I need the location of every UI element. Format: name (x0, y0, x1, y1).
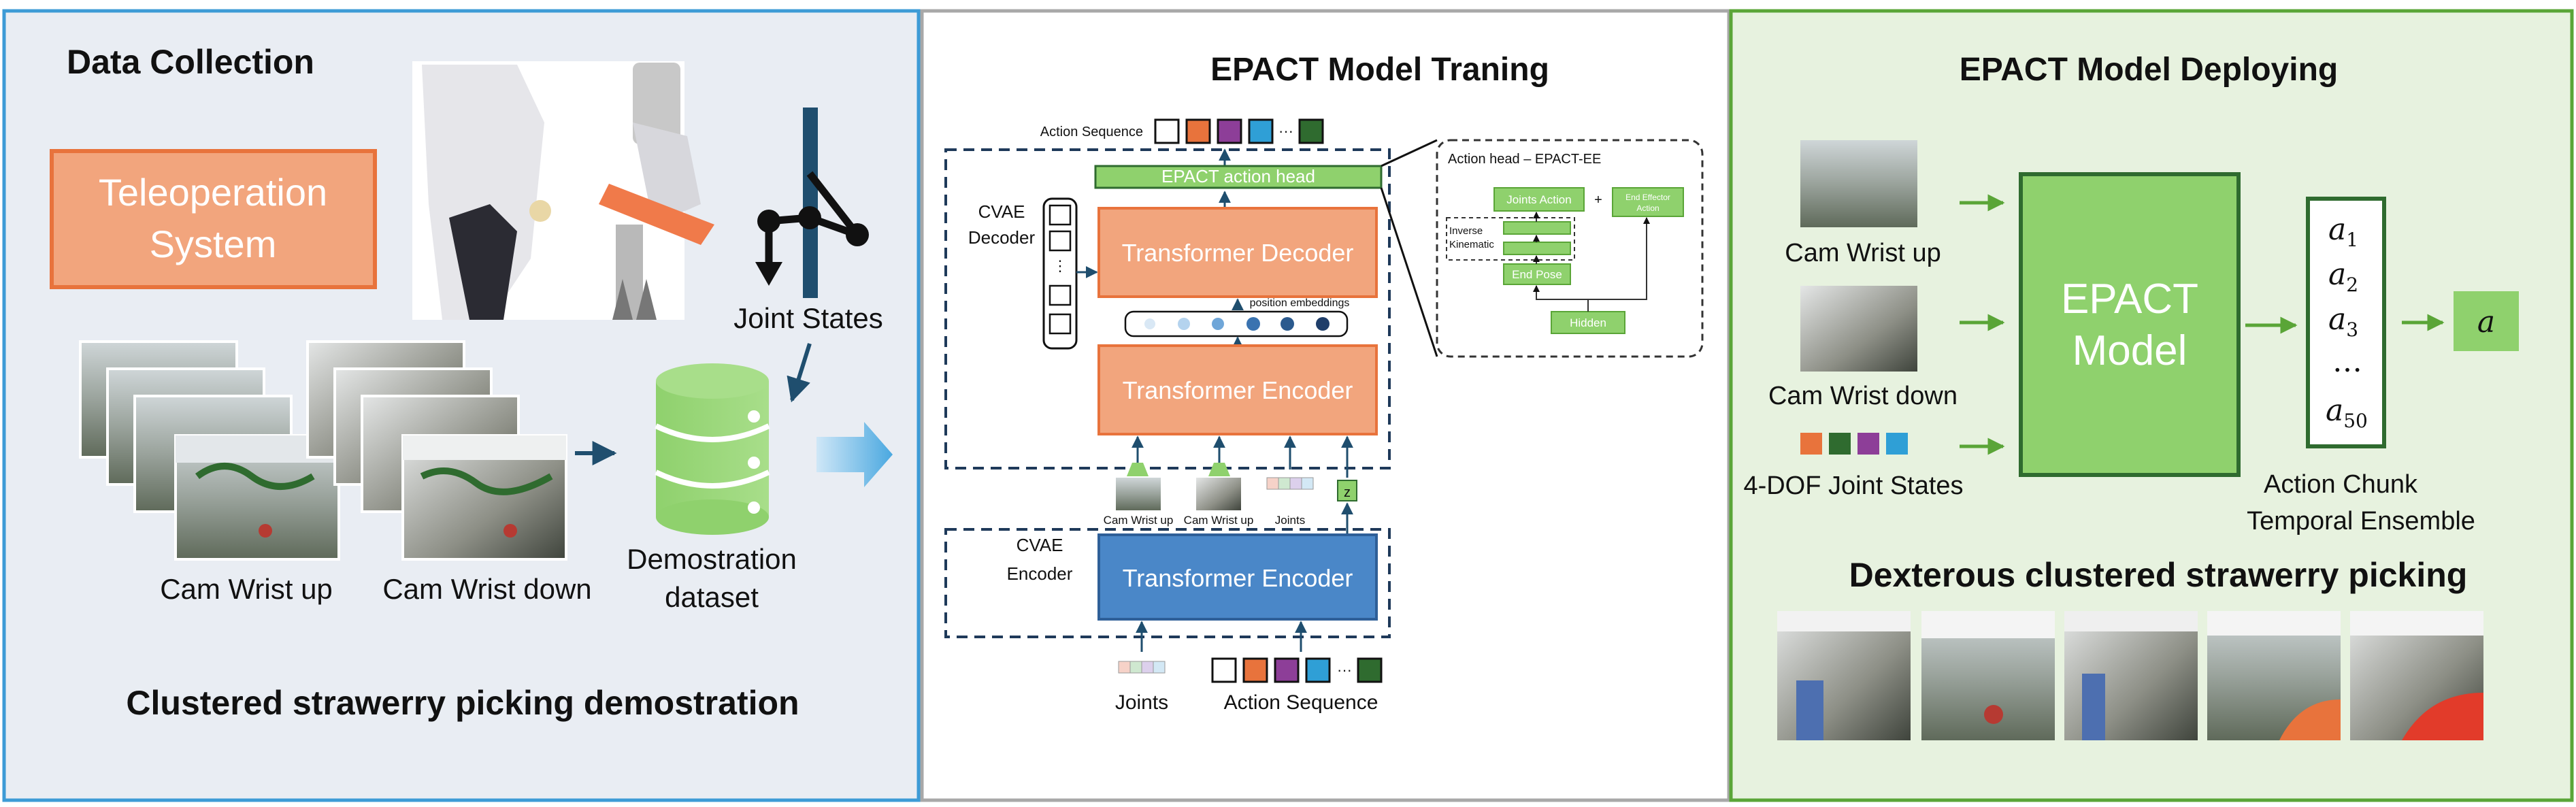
cvae-encoder-label-line2: Encoder (1007, 563, 1073, 584)
cvae-encoder-label-line1: CVAE (1017, 535, 1063, 555)
action-chunk-box (2306, 197, 2386, 448)
transformer-encoder-top-box (1097, 344, 1378, 435)
action-sequence-top-ellipsis: ··· (1278, 122, 1293, 139)
chunk-item-1: a1 (2328, 212, 2358, 251)
transformer-decoder-label: Transformer Decoder (1122, 239, 1354, 267)
transformer-decoder-box (1097, 207, 1378, 298)
cvae-decoder-region (944, 148, 1391, 470)
inset-joints-action: Joints Action (1506, 193, 1571, 206)
panel-data-collection: Data Collection Teleoperation System (2, 9, 921, 802)
panel-model-training: EPACT Model Traning Action Sequence ··· … (920, 9, 1731, 802)
cam-wrist-up-image (1800, 140, 1917, 227)
inset-hidden: Hidden (1570, 316, 1606, 329)
robot-arm-photo (412, 61, 714, 320)
inset-plus: + (1594, 193, 1602, 208)
panel3-title: EPACT Model Deploying (1960, 52, 2338, 88)
chunk-item-3: a3 (2328, 302, 2358, 341)
inset-end-pose: End Pose (1512, 268, 1562, 281)
cam-wrist-down-label: Cam Wrist down (382, 573, 591, 605)
position-embeddings-label: position embeddings (1250, 297, 1350, 309)
epact-model-box (2019, 172, 2241, 477)
cam-wrist-up-stack (79, 340, 340, 561)
panel2-title: EPACT Model Traning (1210, 52, 1549, 88)
panel1-bottom-title: Clustered strawerry picking demostration (126, 684, 799, 722)
joint-states-label: Joint States (733, 302, 882, 334)
transformer-encoder-bottom-box (1097, 533, 1378, 621)
query-token-column: ⋮ (1042, 197, 1078, 350)
teleoperation-box (50, 149, 377, 289)
deploy-cam-up-label: Cam Wrist up (1785, 239, 1941, 267)
cam-wrist-down-stack (306, 340, 567, 561)
teleoperation-label-line1: Teleoperation (99, 171, 327, 214)
deploy-joint-states-label: 4-DOF Joint States (1743, 472, 1963, 500)
position-embeddings (1124, 310, 1349, 337)
inset-end-effector-line1: End Effector (1625, 193, 1670, 202)
teleoperation-label-line2: System (150, 223, 277, 265)
action-chunk-items: a1 a2 a3 … a50 (2326, 212, 2368, 432)
panel3-bottom-title: Dexterous clustered strawerry picking (1849, 556, 2468, 594)
deploy-cam-down-label: Cam Wrist down (1768, 382, 1958, 410)
z-latent-label: z (1344, 485, 1351, 500)
action-head-box (1094, 165, 1383, 189)
transformer-encoder-top-label: Transformer Encoder (1123, 376, 1353, 404)
inset-title: Action head – EPACT-EE (1448, 152, 1601, 167)
inset-inverse-line1: Inverse (1449, 225, 1483, 237)
action-head-inset (1436, 139, 1704, 358)
svg-text:⋮: ⋮ (1053, 257, 1068, 274)
chunk-item-ellipsis: … (2332, 344, 2362, 379)
chunk-item-2: a2 (2328, 257, 2358, 296)
panel1-title: Data Collection (67, 43, 314, 81)
inset-end-effector-line2: Action (1636, 203, 1659, 213)
cam-up-small-label-2: Cam Wrist up (1184, 514, 1254, 527)
panel-model-deploying: EPACT Model Deploying Cam Wrist up Cam W… (1729, 9, 2574, 802)
transition-arrow (816, 422, 893, 487)
epact-model-line2: Model (2073, 327, 2187, 374)
joints-small-label: Joints (1275, 514, 1305, 527)
output-action-box (2454, 291, 2519, 351)
output-action-label: a (2477, 305, 2495, 340)
epact-model-line1: EPACT (2061, 276, 2198, 323)
cvae-decoder-label-line2: Decoder (968, 227, 1036, 248)
cvae-encoder-region (944, 528, 1391, 638)
action-sequence-top (1154, 118, 1324, 144)
cam-wrist-down-image (1800, 286, 1917, 372)
chunk-item-50: a50 (2326, 393, 2368, 432)
database-icon (655, 363, 770, 535)
action-sequence-bottom-label: Action Sequence (1224, 691, 1378, 714)
zoom-line-bottom (1380, 187, 1438, 357)
joints-bottom-label: Joints (1115, 691, 1168, 714)
action-sequence-top-label: Action Sequence (1040, 125, 1143, 139)
result-photos (1777, 611, 2483, 740)
dataset-label-line1: Demostration (627, 543, 797, 575)
chunk-caption-line1: Action Chunk (2264, 470, 2418, 499)
cam-wrist-up-label: Cam Wrist up (160, 573, 333, 605)
encoder-inputs (1116, 435, 1357, 510)
action-head-label: EPACT action head (1161, 166, 1315, 186)
cam-up-small-label: Cam Wrist up (1104, 514, 1174, 527)
action-sequence-bottom (1211, 657, 1383, 683)
joint-state-swatches (1800, 433, 1908, 455)
action-sequence-bottom-ellipsis: ··· (1337, 661, 1352, 678)
joints-bottom-token (1118, 661, 1166, 674)
inset-inverse-line2: Kinematic (1449, 239, 1494, 250)
zoom-line-top (1381, 139, 1438, 167)
joint-to-dataset-arrow (787, 343, 812, 403)
joint-diagram (755, 108, 869, 298)
transformer-encoder-bottom-label: Transformer Encoder (1123, 564, 1353, 592)
chunk-caption-line2: Temporal Ensemble (2247, 507, 2475, 536)
cvae-decoder-label-line1: CVAE (978, 201, 1025, 222)
dataset-label-line2: dataset (665, 581, 759, 613)
